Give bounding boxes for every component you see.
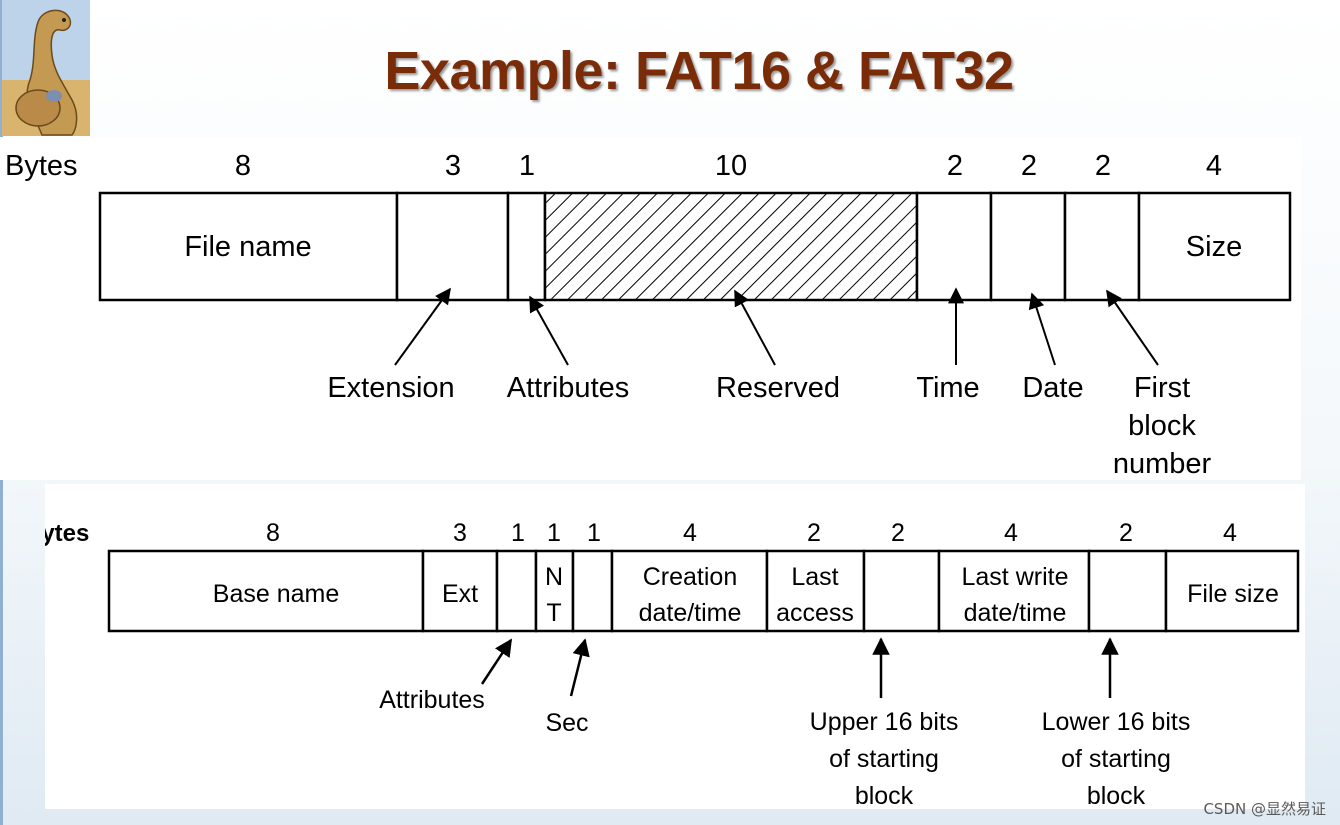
fat16-field-label: Size	[1186, 231, 1242, 263]
fat16-field-size	[1137, 191, 1292, 302]
fat16-byte-count: 2	[1095, 150, 1111, 182]
fat16-arrow	[1028, 292, 1056, 366]
fat32-field-creation	[610, 549, 769, 633]
fat32-byte-count: 1	[511, 519, 525, 547]
fat16-arrow	[394, 287, 451, 366]
fat16-field-first-block	[1063, 191, 1141, 302]
fat32-field-label: T	[546, 599, 561, 627]
fat16-field-date	[989, 191, 1067, 302]
fat32-callout-attributes: Attributes	[379, 686, 485, 714]
fat16-byte-count: 3	[445, 150, 461, 182]
fat16-callout-attributes: Attributes	[507, 372, 630, 404]
fat16-field-label: File name	[184, 231, 311, 263]
fat16-byte-count: 4	[1206, 150, 1222, 182]
fat32-field-label: File size	[1187, 580, 1279, 608]
fat32-byte-count: 2	[807, 519, 821, 547]
fat32-svg: Bytes 8 3 1 1 1 4 2 2 4 2 4 Base name Ex…	[45, 519, 1300, 809]
fat16-byte-count: 10	[715, 150, 747, 182]
fat16-field-reserved	[543, 191, 919, 302]
fat16-bytes-label: Bytes	[5, 150, 78, 182]
fat32-field-label: Creation	[643, 563, 738, 591]
fat16-callout-first-block: First	[1134, 372, 1190, 404]
fat16-arrow	[734, 289, 776, 366]
fat32-byte-count: 4	[683, 519, 697, 547]
fat32-arrow	[480, 638, 513, 685]
fat32-byte-count: 2	[891, 519, 905, 547]
fat16-field-extension	[395, 191, 510, 302]
fat32-field-upper-block	[862, 549, 941, 633]
csdn-watermark: CSDN @显然易证	[1203, 800, 1326, 818]
fat32-field-label: N	[545, 563, 563, 591]
fat32-byte-count: 4	[1223, 519, 1237, 547]
fat32-field-label: Ext	[442, 580, 478, 608]
fat16-callout-time: Time	[916, 372, 979, 404]
fat16-field-attributes	[506, 191, 547, 302]
fat16-byte-count: 8	[235, 150, 251, 182]
fat32-callout-sec: Sec	[545, 709, 588, 737]
fat32-callout-lower-bits: of starting	[1061, 745, 1171, 773]
fat32-field-label: Base name	[213, 580, 339, 608]
fat32-callout-lower-bits: Lower 16 bits	[1042, 708, 1191, 736]
fat32-field-file-size	[1164, 549, 1300, 633]
fat32-field-attributes	[495, 549, 538, 633]
fat16-diagram: Bytes 8 3 1 10 2 2 2 4 File name Size Ex…	[0, 137, 1301, 480]
fat32-byte-count: 3	[453, 519, 467, 547]
fat32-byte-count: 1	[547, 519, 561, 547]
fat32-field-lower-block	[1087, 549, 1168, 633]
fat16-field-filename	[98, 191, 399, 302]
fat32-callout-lower-bits: block	[1087, 782, 1146, 809]
fat16-byte-count: 2	[1021, 150, 1037, 182]
fat16-callout-date: Date	[1022, 372, 1083, 404]
fat32-field-label: date/time	[964, 599, 1067, 627]
fat32-callout-upper-bits: of starting	[829, 745, 939, 773]
fat32-field-label: access	[776, 599, 854, 627]
fat32-field-sec	[571, 549, 614, 633]
fat32-callout-upper-bits: Upper 16 bits	[810, 708, 959, 736]
slide-title: Example: FAT16 & FAT32	[384, 41, 1014, 101]
fat32-field-last-write	[937, 549, 1091, 633]
fat32-byte-count: 4	[1004, 519, 1018, 547]
fat32-callout-upper-bits: block	[855, 782, 914, 809]
fat16-arrow	[529, 295, 569, 366]
fat32-byte-count: 1	[587, 519, 601, 547]
fat32-byte-count: 2	[1119, 519, 1133, 547]
fat32-byte-count: 8	[266, 519, 280, 547]
fat32-arrow	[569, 638, 590, 697]
fat16-callout-reserved: Reserved	[716, 372, 840, 404]
fat32-field-label: date/time	[639, 599, 742, 627]
fat16-byte-count: 2	[947, 150, 963, 182]
fat16-callout-first-block: number	[1113, 448, 1212, 480]
fat16-callout-extension: Extension	[327, 372, 454, 404]
fat16-field-time	[915, 191, 993, 302]
fat32-field-base-name	[107, 549, 425, 633]
fat16-arrow	[1106, 289, 1159, 366]
fat16-svg: Bytes 8 3 1 10 2 2 2 4 File name Size Ex…	[5, 150, 1292, 480]
dinosaur-logo	[2, 0, 90, 136]
fat32-field-last-access	[765, 549, 866, 633]
fat32-diagram: Bytes 8 3 1 1 1 4 2 2 4 2 4 Base name Ex…	[45, 484, 1305, 809]
fat32-field-label: Last write	[962, 563, 1069, 591]
fat16-byte-count: 1	[519, 150, 535, 182]
fat32-field-label: Last	[791, 563, 838, 591]
fat32-bytes-label: Bytes	[45, 520, 89, 547]
fat16-callout-first-block: block	[1128, 410, 1196, 442]
